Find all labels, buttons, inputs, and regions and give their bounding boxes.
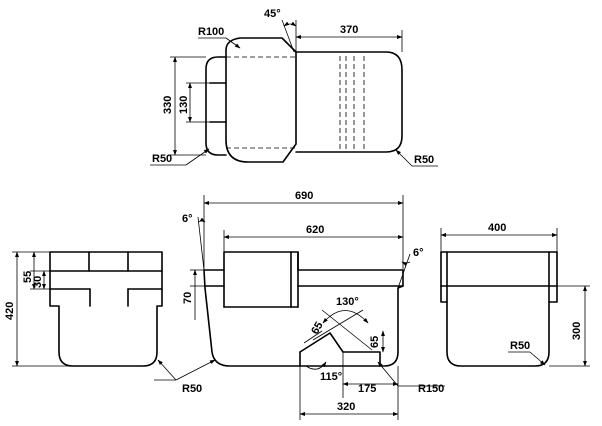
leader-line bbox=[225, 37, 241, 49]
leader-line bbox=[175, 359, 216, 381]
leader-line bbox=[395, 149, 413, 167]
angle-115-arc bbox=[305, 361, 327, 370]
angle-arc bbox=[283, 21, 297, 27]
dim-30-label: 30 bbox=[32, 276, 44, 288]
dim-175-label: 175 bbox=[358, 383, 376, 395]
dim-420-label: 420 bbox=[4, 302, 16, 320]
angle-leader bbox=[281, 19, 295, 53]
dim-65-right-label: 65 bbox=[369, 336, 381, 348]
radius-r100-label: R100 bbox=[198, 26, 224, 38]
dim-70-label: 70 bbox=[182, 292, 194, 304]
angle-arc bbox=[197, 217, 206, 223]
dim-55-label: 55 bbox=[22, 271, 34, 283]
angle-leader bbox=[321, 309, 373, 351]
angle-leader bbox=[312, 309, 364, 341]
left-side-view: 420 55 30 bbox=[4, 251, 163, 367]
front-view: 690 620 6° 6° 70 130° 65 65 115° bbox=[154, 190, 445, 420]
angle-arc bbox=[401, 261, 411, 267]
angle-45-label: 45° bbox=[264, 8, 281, 20]
right-view-outline bbox=[440, 251, 558, 367]
left-view-outline bbox=[49, 251, 163, 367]
angle-130-arc bbox=[322, 310, 369, 324]
leader-line bbox=[157, 359, 177, 381]
top-right-body bbox=[295, 51, 403, 153]
dim-620-label: 620 bbox=[306, 224, 324, 236]
radius-r150-label: R150 bbox=[418, 383, 444, 395]
top-left-tab bbox=[205, 56, 227, 156]
angle-115-label: 115° bbox=[320, 371, 342, 383]
dim-320-label: 320 bbox=[337, 401, 355, 413]
radius-r50-base-label: R50 bbox=[182, 383, 202, 395]
draft-line bbox=[197, 216, 205, 271]
right-side-view: 400 300 R50 bbox=[440, 222, 590, 367]
draft-left-label: 6° bbox=[182, 213, 193, 225]
draft-line bbox=[397, 253, 411, 289]
dim-65-line bbox=[303, 330, 323, 344]
leader-line bbox=[529, 351, 546, 366]
dim-65-left-label: 65 bbox=[309, 320, 326, 337]
radius-r50-left-label: R50 bbox=[152, 153, 172, 165]
dim-130-label: 130 bbox=[178, 96, 190, 114]
top-view: 45° 370 R100 330 130 R50 R50 bbox=[150, 8, 438, 167]
radius-r50-right-view-label: R50 bbox=[510, 340, 530, 352]
dim-300-label: 300 bbox=[571, 322, 583, 340]
draft-right-label: 6° bbox=[413, 247, 424, 259]
radius-r50-right-label: R50 bbox=[414, 154, 434, 166]
dim-370-label: 370 bbox=[340, 24, 358, 36]
top-left-block bbox=[225, 37, 297, 163]
dim-330-label: 330 bbox=[162, 96, 174, 114]
dim-690-label: 690 bbox=[295, 190, 313, 202]
dim-400-label: 400 bbox=[488, 222, 506, 234]
angle-130-label: 130° bbox=[336, 296, 359, 308]
leader-line bbox=[377, 361, 399, 387]
leader-line bbox=[185, 148, 210, 166]
